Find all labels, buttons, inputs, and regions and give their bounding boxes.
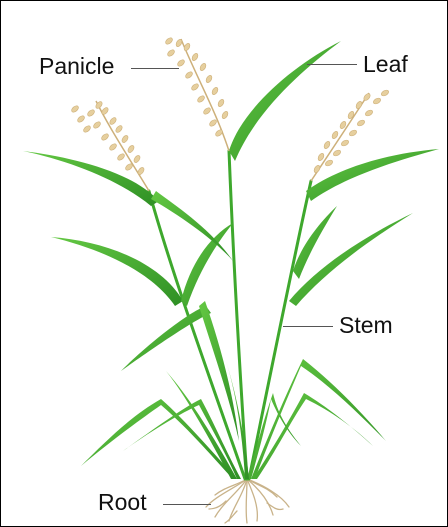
leader-line-leaf [307,64,357,65]
label-stem: Stem [339,314,393,337]
label-panicle: Panicle [39,55,114,78]
leaves [23,41,439,479]
leader-line-stem [283,326,333,327]
top-leaf [229,41,341,161]
leader-line-panicle [131,68,179,69]
label-root: Root [98,491,147,514]
roots [206,479,289,523]
leader-line-root [163,504,211,505]
upper-right-leaf [306,149,439,201]
label-leaf: Leaf [363,53,408,76]
panicle-center [164,37,229,151]
